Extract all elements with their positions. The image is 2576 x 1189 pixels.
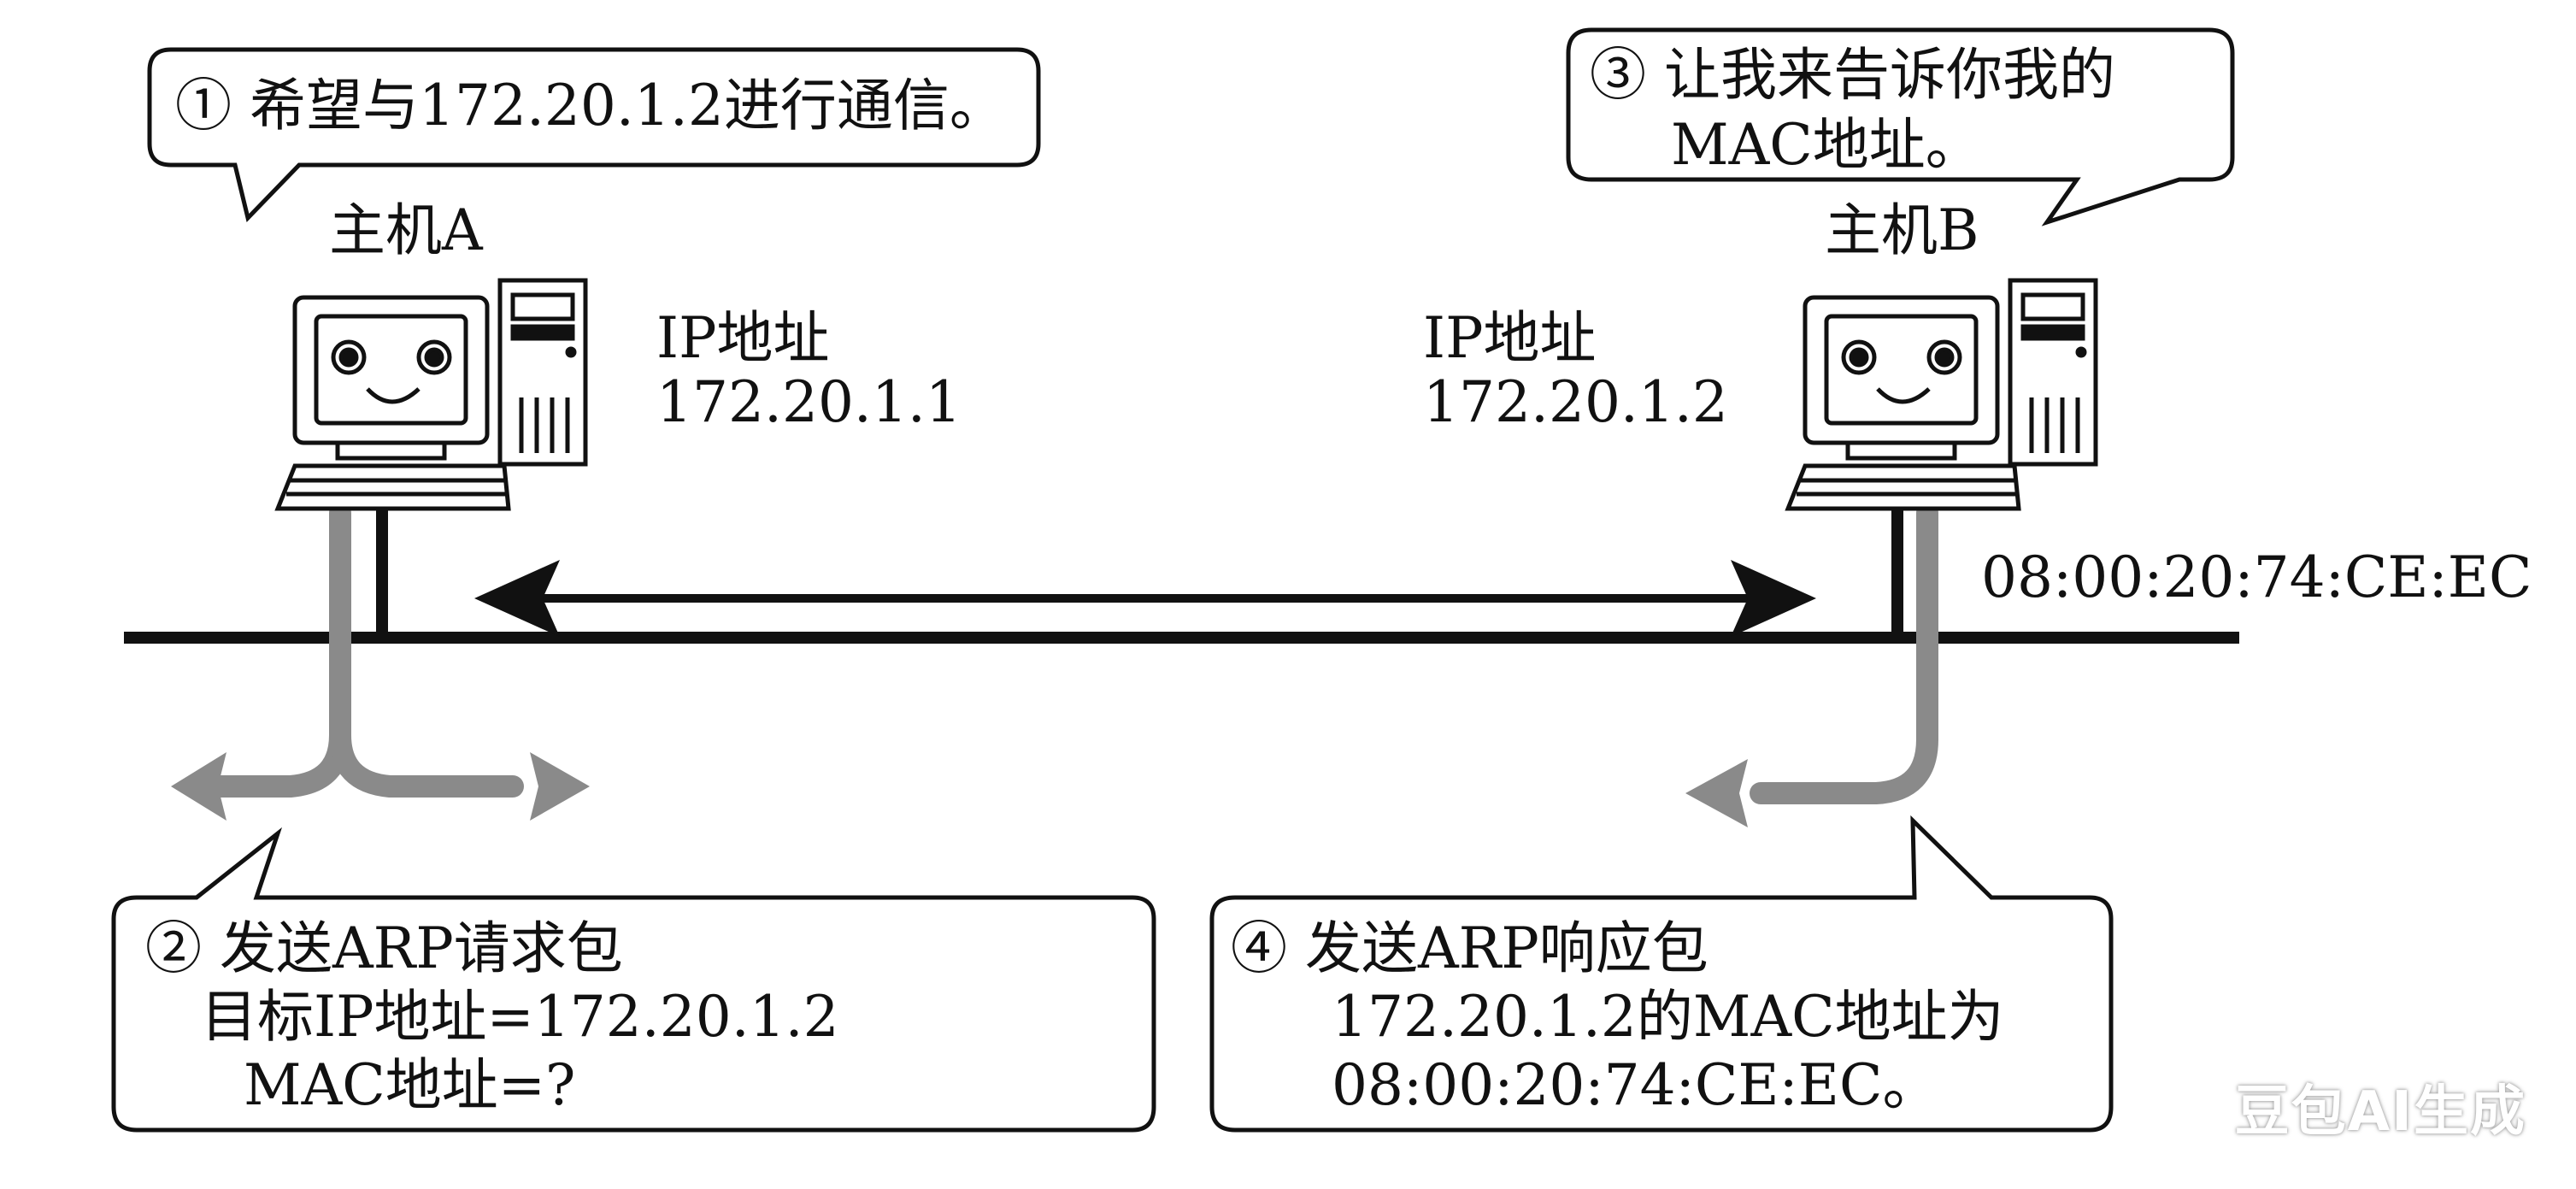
- watermark: 豆包AI生成: [2234, 1080, 2526, 1144]
- bubble-2-line-2: 目标IP地址=172.20.1.2: [201, 984, 839, 1050]
- bubble-4-line-2: 172.20.1.2的MAC地址为: [1332, 984, 2004, 1050]
- host-a-ip: 172.20.1.1: [656, 369, 962, 435]
- host-b-cable: [1891, 504, 1903, 641]
- host-a-ip-label: IP地址: [656, 305, 830, 371]
- host-b-computer-icon: [1785, 278, 2098, 511]
- host-b-ip: 172.20.1.2: [1423, 369, 1728, 435]
- arp-reply-flow-arrow: [1685, 502, 1938, 827]
- bubble-4-line-1: ④ 发送ARP响应包: [1231, 915, 1709, 981]
- bubble-4-shape: [1209, 815, 2114, 1133]
- bubble-2-line-1: ② 发送ARP请求包: [145, 915, 623, 981]
- bubble-1-text: ① 希望与172.20.1.2进行通信。: [175, 73, 1006, 138]
- host-a-computer-icon: [274, 278, 588, 511]
- host-b-name: 主机B: [1825, 197, 1979, 263]
- bubble-3-line-2: MAC地址。: [1671, 112, 1982, 178]
- bubble-2-shape: [111, 827, 1156, 1133]
- arp-request-flow-arrow: [171, 502, 590, 821]
- host-a-cable: [376, 504, 388, 641]
- bubble-3-shape: [1566, 27, 2235, 227]
- host-a-name: 主机A: [329, 197, 483, 263]
- bubble-4-line-3: 08:00:20:74:CE:EC。: [1332, 1052, 1939, 1118]
- host-b-mac: 08:00:20:74:CE:EC: [1981, 544, 2532, 610]
- bubble-2-line-3: MAC地址=?: [244, 1052, 576, 1118]
- bubble-1-shape: [147, 47, 1041, 223]
- communication-arrow: [474, 560, 1816, 637]
- bubble-3-line-1: ③ 让我来告诉你我的: [1590, 42, 2115, 108]
- host-b-ip-label: IP地址: [1423, 305, 1597, 371]
